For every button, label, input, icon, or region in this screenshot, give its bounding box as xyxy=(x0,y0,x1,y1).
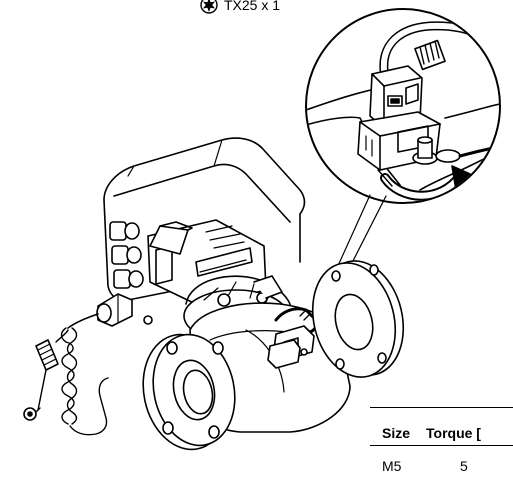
table-header-torque: Torque [ xyxy=(426,425,481,441)
valve-sensor xyxy=(267,307,318,369)
outlet-flange xyxy=(311,260,405,378)
inlet-flange xyxy=(142,333,236,451)
detail-magnifier xyxy=(305,8,501,204)
fixing-screw xyxy=(412,136,499,165)
tool-size-label: TX25 x 1 xyxy=(224,0,281,13)
temperature-sensor-cable xyxy=(23,313,109,436)
sensor-connector xyxy=(357,65,441,171)
torx-icon xyxy=(200,0,218,14)
table-cell-size: M5 xyxy=(382,458,402,474)
front-cable-gland xyxy=(96,293,153,327)
table-cell-torque: 5 xyxy=(460,458,468,474)
cable-grommet xyxy=(414,39,446,71)
table-header-rule xyxy=(370,445,513,446)
pump-assembly xyxy=(23,137,405,451)
control-box xyxy=(103,137,306,307)
table-header-size: Size xyxy=(382,425,411,441)
table-top-rule xyxy=(370,407,513,408)
